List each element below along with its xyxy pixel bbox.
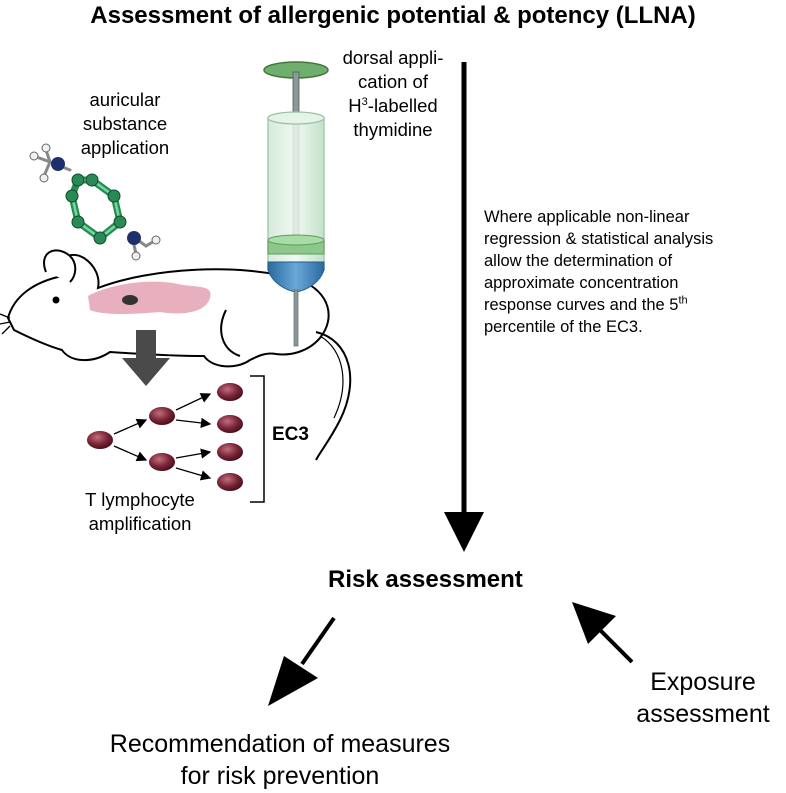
syringe-illustration bbox=[263, 61, 329, 347]
recommendation-line: for risk prevention bbox=[180, 762, 380, 790]
cell bbox=[149, 453, 175, 471]
exposure-line: Exposure bbox=[650, 668, 756, 696]
mouse-eye bbox=[52, 296, 60, 304]
long-down-arrow-head bbox=[444, 512, 484, 552]
cell bbox=[217, 443, 243, 461]
cell-arrows bbox=[113, 393, 212, 481]
cell bbox=[217, 415, 243, 433]
exposure-assessment-label: Exposure assessment bbox=[620, 666, 786, 730]
mouse-tail-inner bbox=[319, 335, 344, 419]
skin-application-patch bbox=[88, 281, 211, 314]
dorsal-line: cation of bbox=[358, 71, 428, 92]
mouse-hind-leg bbox=[220, 309, 241, 357]
mouse-illustration bbox=[0, 249, 352, 461]
lymphocyte-cells bbox=[87, 383, 243, 491]
t-lymphocyte-line: amplification bbox=[88, 513, 192, 534]
diagram-title: Assessment of allergenic potential & pot… bbox=[90, 2, 696, 29]
risk-assessment-label: Risk assessment bbox=[328, 566, 523, 593]
recommendation-label: Recommendation of measures for risk prev… bbox=[60, 728, 500, 792]
regression-note: Where applicable non-linear regression &… bbox=[484, 206, 713, 338]
nitrogen-atom bbox=[127, 231, 141, 245]
cell bbox=[217, 473, 243, 491]
mouse-ear bbox=[43, 249, 77, 283]
regression-line: percentile of the EC3. bbox=[484, 318, 643, 336]
dorsal-line: dorsal appli- bbox=[342, 47, 444, 68]
cell bbox=[217, 383, 243, 401]
dorsal-line: thymidine bbox=[353, 119, 433, 140]
auricular-line: substance bbox=[82, 113, 168, 134]
auricular-label: auricular substance application bbox=[60, 88, 190, 160]
exposure-line: assessment bbox=[636, 700, 770, 728]
mouse-whiskers bbox=[0, 313, 11, 335]
syringe-needle bbox=[293, 289, 299, 347]
mouse-tail bbox=[315, 331, 352, 461]
recommendation-line: Recommendation of measures bbox=[109, 730, 451, 758]
dorsal-line: H3-labelled bbox=[348, 95, 438, 116]
regression-line: Where applicable non-linear bbox=[484, 208, 690, 226]
regression-line: approximate concentration bbox=[484, 274, 679, 292]
arrow-exposure-to-risk-shaft bbox=[598, 628, 634, 664]
regression-line: allow the determination of bbox=[484, 252, 673, 270]
auricular-line: application bbox=[80, 137, 170, 158]
arrow-risk-to-recommendation-head bbox=[268, 656, 318, 706]
regression-line: regression & statistical analysis bbox=[484, 230, 714, 248]
dorsal-label: dorsal appli- cation of H3-labelled thym… bbox=[328, 46, 458, 142]
auricular-line: auricular bbox=[89, 89, 161, 110]
nitrogen-atom bbox=[51, 157, 65, 171]
t-lymphocyte-line: T lymphocyte bbox=[85, 489, 195, 510]
skin-application-spot bbox=[122, 295, 138, 305]
arrow-risk-to-recommendation-shaft bbox=[300, 616, 336, 666]
cell bbox=[149, 407, 175, 425]
cell bbox=[87, 431, 113, 449]
molecule-illustration bbox=[29, 143, 161, 261]
regression-line: response curves and the 5th bbox=[484, 294, 688, 314]
ec3-label: EC3 bbox=[272, 424, 309, 445]
ec3-bracket bbox=[250, 375, 265, 503]
arrow-exposure-to-risk-head bbox=[572, 602, 616, 644]
down-block-arrow bbox=[122, 330, 170, 386]
t-lymphocyte-label: T lymphocyte amplification bbox=[40, 488, 240, 536]
